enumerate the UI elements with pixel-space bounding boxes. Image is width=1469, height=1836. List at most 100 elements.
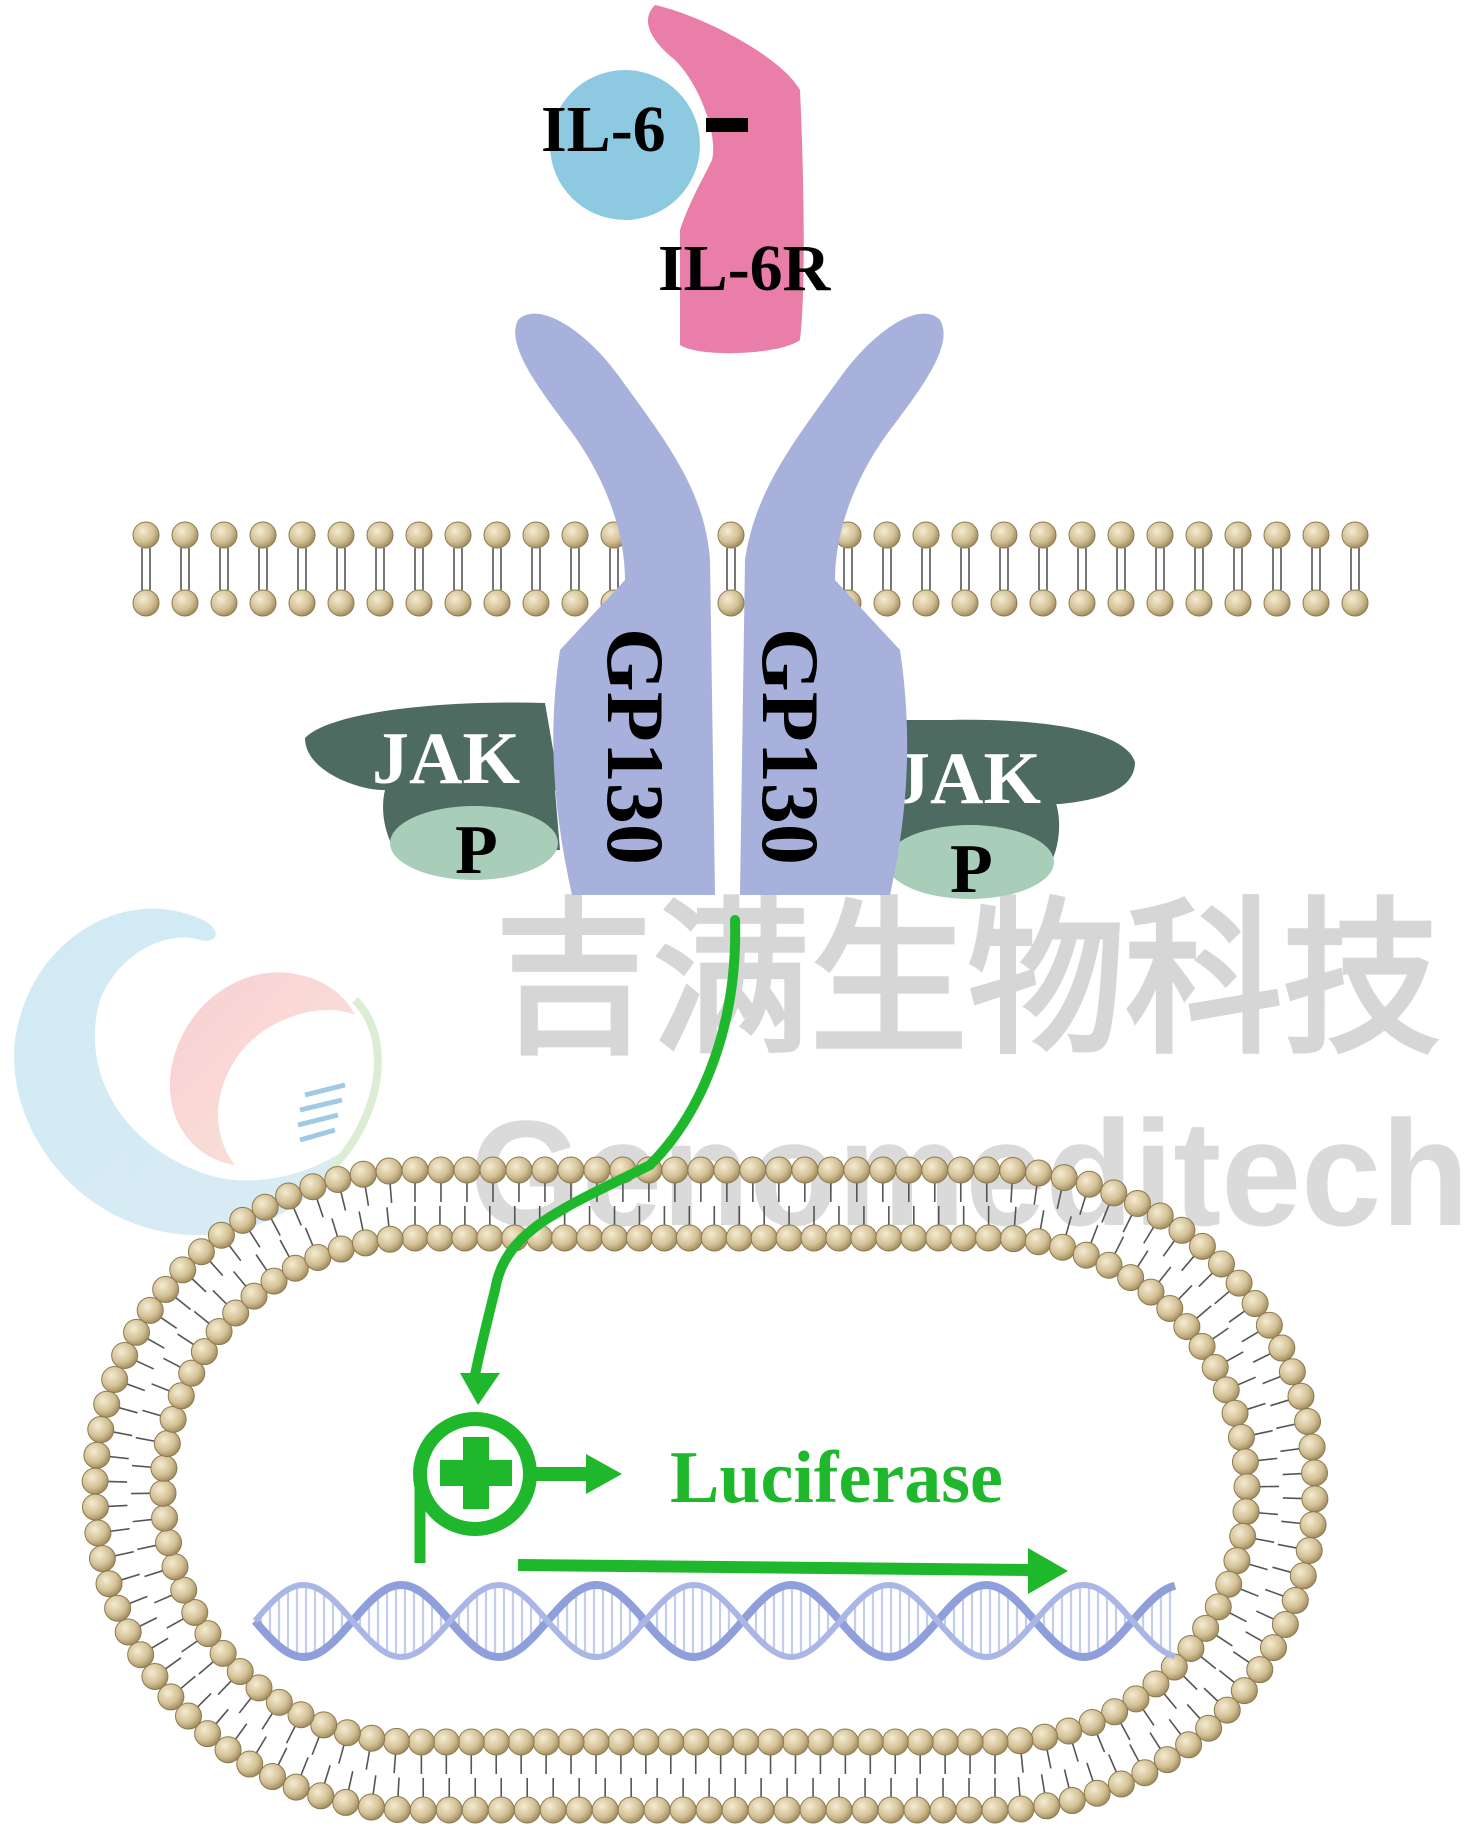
lipid: [427, 1206, 453, 1251]
lipid: [658, 1729, 684, 1774]
lipid: [857, 1729, 883, 1774]
lipid: [445, 522, 471, 616]
lipid: [132, 1455, 177, 1481]
lipid: [1030, 522, 1056, 616]
lipid: [1253, 1335, 1295, 1362]
lipid: [484, 522, 510, 616]
lipid: [462, 1778, 488, 1823]
lipid: [748, 1778, 774, 1823]
lipid: [758, 1729, 784, 1774]
lipid: [982, 1778, 1008, 1823]
transcription-arrow: [518, 1565, 1033, 1570]
lipid: [406, 522, 432, 616]
jak-right-label: JAK: [893, 738, 1041, 820]
lipid: [523, 522, 549, 616]
lipid: [124, 1319, 165, 1348]
lipid: [1265, 1588, 1308, 1614]
luciferase-label: Luciferase: [670, 1437, 1003, 1519]
lipid: [540, 1778, 566, 1823]
lipid: [774, 1778, 800, 1823]
lipid: [633, 1729, 659, 1774]
lipid: [115, 1618, 157, 1645]
lipid: [1059, 1769, 1085, 1813]
lipid: [367, 522, 393, 616]
lipid: [1079, 1710, 1105, 1753]
gp130-left-label: GP130: [590, 628, 681, 865]
lipid: [276, 1183, 302, 1225]
lipid: [358, 1775, 384, 1820]
lipid: [154, 1577, 196, 1603]
p-left-label: P: [455, 812, 498, 889]
lipid: [1233, 1499, 1278, 1525]
lipid: [402, 1206, 428, 1251]
lipid: [1283, 1460, 1328, 1486]
lipid: [305, 1228, 331, 1271]
lipid: [832, 1729, 858, 1774]
lipid: [410, 1778, 436, 1823]
lipid: [283, 1757, 309, 1800]
lipid: [300, 1174, 326, 1217]
lipid: [782, 1729, 808, 1774]
output-arrowhead: [586, 1454, 622, 1494]
lipid: [1234, 1474, 1279, 1500]
lipid: [982, 1729, 1008, 1774]
lipid: [558, 1729, 584, 1774]
lipid: [1246, 1632, 1287, 1661]
lipid: [957, 1729, 983, 1774]
dna-helix: [255, 1585, 1175, 1657]
lipid: [618, 1778, 644, 1823]
lipid: [308, 1765, 334, 1809]
lipid: [508, 1729, 534, 1774]
lipid: [328, 1218, 354, 1262]
lipid: [907, 1729, 933, 1774]
lipid: [350, 1161, 376, 1206]
lipid: [1216, 1571, 1259, 1597]
lipid: [359, 1725, 385, 1770]
lipid: [807, 1729, 833, 1774]
lipid: [1102, 1699, 1130, 1740]
lipid: [904, 1778, 930, 1823]
lipid: [131, 1480, 176, 1506]
lipid: [1108, 1755, 1134, 1797]
lipid: [882, 1729, 908, 1774]
lipid: [1108, 522, 1134, 616]
lipid: [696, 1778, 722, 1823]
lipid: [428, 1157, 454, 1202]
lipid: [1069, 522, 1095, 616]
lipid: [608, 1729, 634, 1774]
lipid: [328, 522, 354, 616]
lipid: [722, 1778, 748, 1823]
lipid: [800, 1778, 826, 1823]
lipid: [1186, 522, 1212, 616]
lipid: [311, 1712, 337, 1755]
lipid: [112, 1342, 154, 1368]
lipid: [137, 1530, 181, 1556]
lipid: [377, 1207, 403, 1252]
lipid: [433, 1729, 459, 1774]
lipid: [172, 522, 198, 616]
lipid: [1224, 1548, 1268, 1574]
lipid: [1084, 1763, 1110, 1806]
lipid: [708, 1729, 734, 1774]
lipid: [136, 1431, 180, 1457]
lipid: [82, 1468, 127, 1494]
lipid: [376, 1158, 402, 1203]
lipid: [533, 1729, 559, 1774]
transcription-arrowhead: [1028, 1548, 1068, 1594]
lipid: [1281, 1512, 1326, 1538]
lipid: [683, 1729, 709, 1774]
lipid: [930, 1778, 956, 1823]
lipid: [152, 1383, 195, 1409]
lipid: [1256, 1611, 1298, 1637]
lipid: [1264, 522, 1290, 616]
lipid: [408, 1729, 434, 1774]
lipid: [1213, 1377, 1255, 1403]
lipid: [84, 1442, 129, 1468]
lipid: [436, 1778, 462, 1823]
p-right-label: P: [950, 831, 993, 908]
lipid: [402, 1157, 428, 1202]
lipid: [483, 1729, 509, 1774]
lipid: [1222, 1400, 1265, 1426]
lipid: [105, 1595, 148, 1621]
